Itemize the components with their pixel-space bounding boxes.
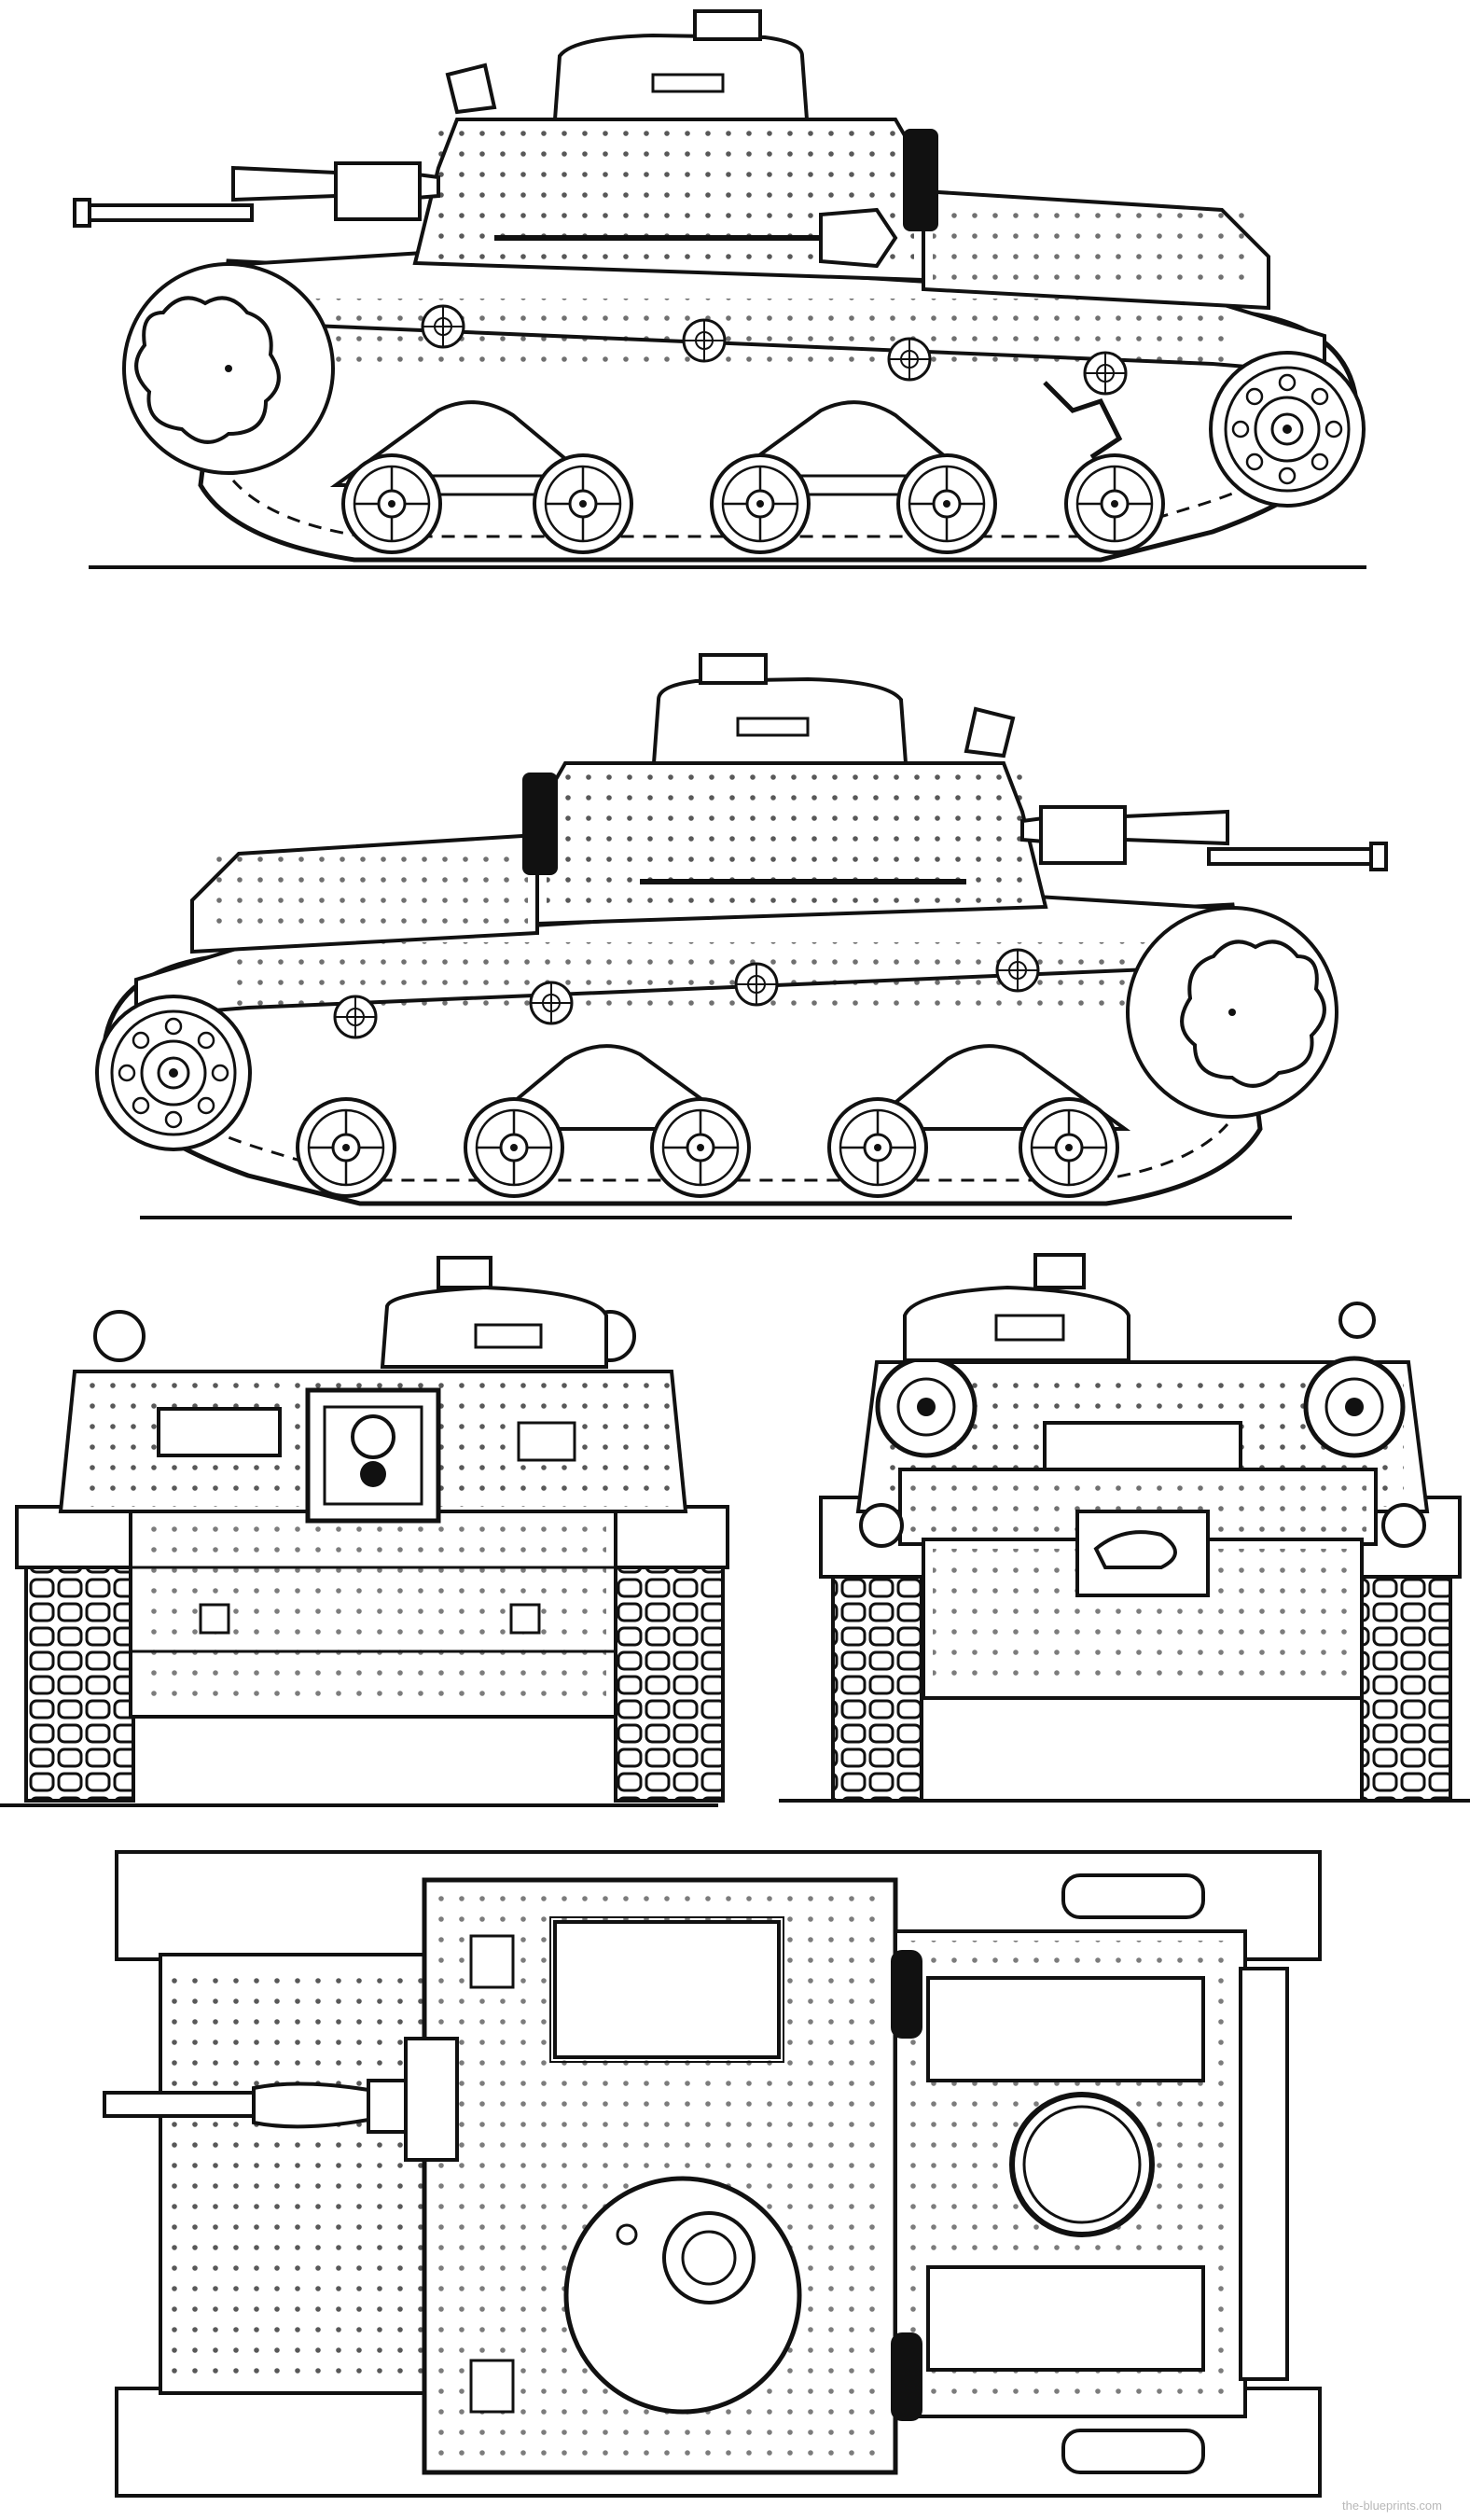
- right-track: [1360, 1575, 1452, 1803]
- left-side-view: [73, 9, 1366, 569]
- watermark-text: the-blueprints.com: [1342, 2499, 1442, 2513]
- top-cupola: [563, 2176, 802, 2415]
- left-track: [24, 1566, 135, 1803]
- spare-wheel-right: [1303, 1356, 1406, 1458]
- right-track: [614, 1566, 725, 1803]
- left-track: [831, 1575, 923, 1803]
- right-side-view: [95, 653, 1388, 1219]
- top-view: [103, 1850, 1322, 2498]
- spare-wheel-left: [875, 1356, 978, 1458]
- rear-view: [779, 1253, 1470, 1803]
- front-view: [0, 1256, 729, 1807]
